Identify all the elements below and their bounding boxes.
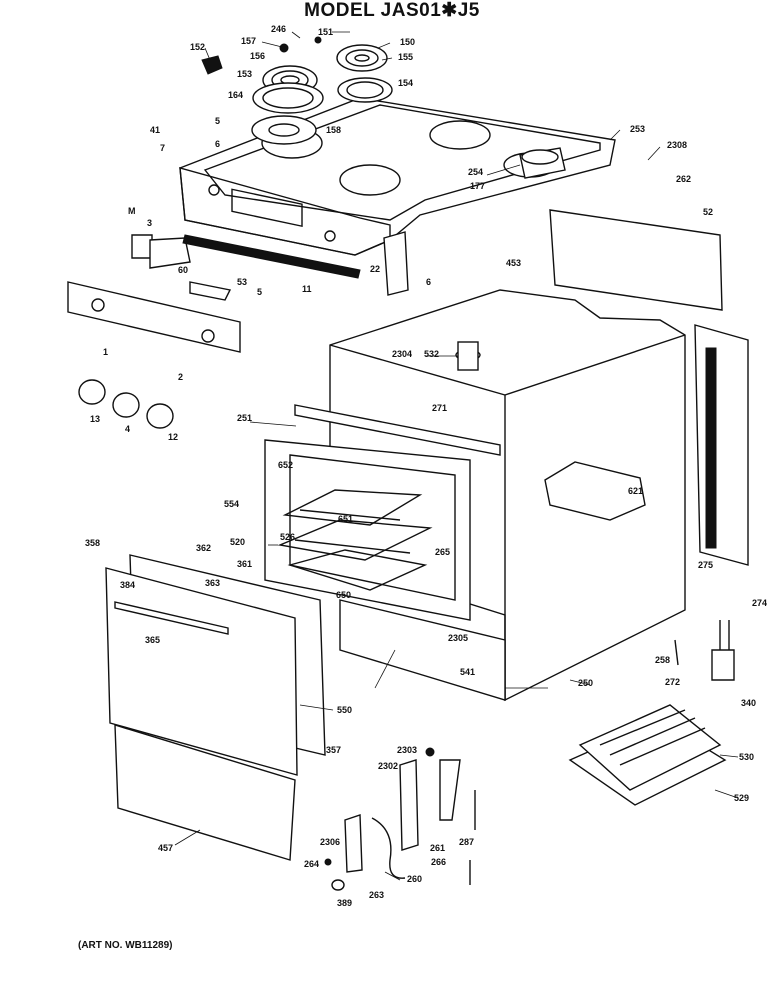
diagram-title: MODEL JAS01✱J5: [304, 0, 480, 21]
hinge-parts: [324, 620, 735, 891]
part-label-254: 254: [468, 167, 483, 177]
part-label-361: 361: [237, 559, 252, 569]
part-label-251: 251: [237, 413, 252, 423]
part-label-275: 275: [698, 560, 713, 570]
oven-door: [105, 554, 326, 861]
part-label-7: 7: [160, 143, 165, 153]
oven-liner: [264, 404, 501, 621]
part-label-M: M: [128, 206, 136, 216]
part-label-60: 60: [178, 265, 188, 275]
side-panels: [549, 209, 749, 566]
part-label-261: 261: [430, 843, 445, 853]
part-label-554: 554: [224, 499, 239, 509]
part-label-363: 363: [205, 578, 220, 588]
part-label-4: 4: [125, 424, 130, 434]
part-label-155: 155: [398, 52, 413, 62]
part-label-2: 2: [178, 372, 183, 382]
part-label-250: 250: [578, 678, 593, 688]
part-label-150: 150: [400, 37, 415, 47]
part-label-41: 41: [150, 125, 160, 135]
oven-body: [329, 289, 686, 702]
part-label-526: 526: [280, 532, 295, 542]
part-label-457: 457: [158, 843, 173, 853]
part-label-263: 263: [369, 890, 384, 900]
broiler-pan: [568, 704, 727, 806]
part-label-362: 362: [196, 543, 211, 553]
part-label-2303: 2303: [397, 745, 417, 755]
part-label-530: 530: [739, 752, 754, 762]
part-label-532: 532: [424, 349, 439, 359]
part-label-22: 22: [370, 264, 380, 274]
part-label-158: 158: [326, 125, 341, 135]
part-label-272: 272: [665, 677, 680, 687]
part-label-13: 13: [90, 414, 100, 424]
part-label-384: 384: [120, 580, 135, 590]
part-label-358: 358: [85, 538, 100, 548]
part-label-274: 274: [752, 598, 767, 608]
part-label-156: 156: [250, 51, 265, 61]
part-label-340: 340: [741, 698, 756, 708]
control-panel: [67, 231, 409, 429]
part-label-550: 550: [337, 705, 352, 715]
part-label-5: 5: [215, 116, 220, 126]
part-label-2306: 2306: [320, 837, 340, 847]
part-label-3: 3: [147, 218, 152, 228]
part-label-1: 1: [103, 347, 108, 357]
part-label-2308: 2308: [667, 140, 687, 150]
part-label-2304: 2304: [392, 349, 412, 359]
part-label-520: 520: [230, 537, 245, 547]
part-label-152: 152: [190, 42, 205, 52]
part-label-151: 151: [318, 27, 333, 37]
part-label-157: 157: [241, 36, 256, 46]
part-label-265: 265: [435, 547, 450, 557]
part-label-262: 262: [676, 174, 691, 184]
part-label-357: 357: [326, 745, 341, 755]
part-label-650: 650: [336, 590, 351, 600]
part-label-453: 453: [506, 258, 521, 268]
part-label-5: 5: [257, 287, 262, 297]
leader-lines: [174, 31, 739, 881]
part-label-529: 529: [734, 793, 749, 803]
part-label-177: 177: [470, 181, 485, 191]
part-label-153: 153: [237, 69, 252, 79]
part-label-271: 271: [432, 403, 447, 413]
part-label-154: 154: [398, 78, 413, 88]
part-label-260: 260: [407, 874, 422, 884]
part-label-11: 11: [302, 284, 312, 294]
part-label-266: 266: [431, 857, 446, 867]
part-label-389: 389: [337, 898, 352, 908]
surface-burners: [201, 36, 393, 145]
part-label-12: 12: [168, 432, 178, 442]
part-label-264: 264: [304, 859, 319, 869]
part-label-365: 365: [145, 635, 160, 645]
part-label-6: 6: [426, 277, 431, 287]
part-label-2305: 2305: [448, 633, 468, 643]
part-label-258: 258: [655, 655, 670, 665]
part-label-253: 253: [630, 124, 645, 134]
part-label-652: 652: [278, 460, 293, 470]
art-number: (ART NO. WB11289): [78, 940, 173, 951]
part-label-6: 6: [215, 139, 220, 149]
cooktop: [179, 97, 616, 256]
part-label-541: 541: [460, 667, 475, 677]
part-label-164: 164: [228, 90, 243, 100]
part-label-287: 287: [459, 837, 474, 847]
part-label-2302: 2302: [378, 761, 398, 771]
part-label-53: 53: [237, 277, 247, 287]
part-label-246: 246: [271, 24, 286, 34]
part-label-651: 651: [338, 514, 353, 524]
part-label-52: 52: [703, 207, 713, 217]
part-label-621: 621: [628, 486, 643, 496]
